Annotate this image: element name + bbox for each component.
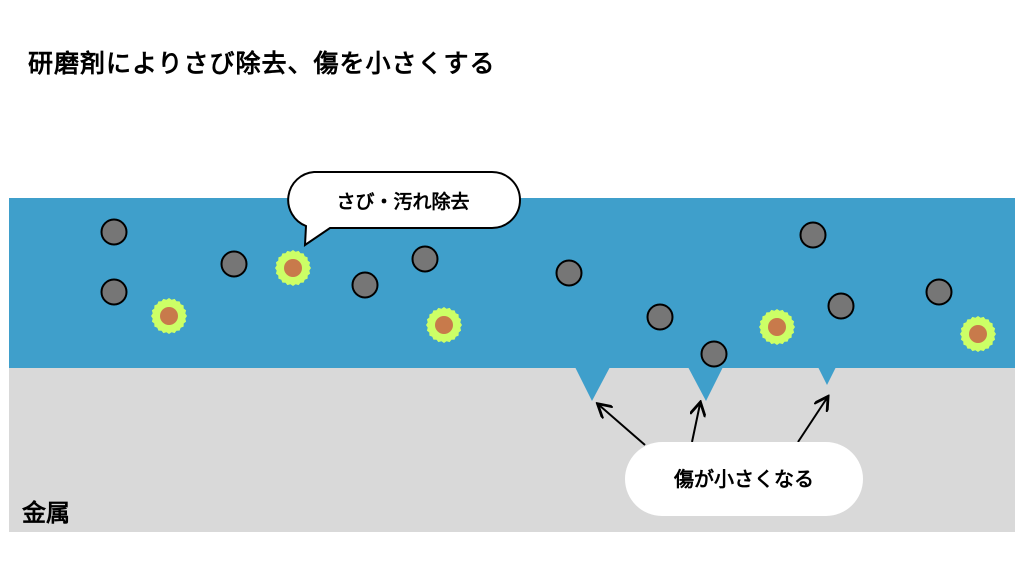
rust-particle — [969, 325, 987, 343]
abrasive-layer — [9, 198, 1015, 368]
abrasive-particle — [411, 245, 439, 273]
scratch — [818, 367, 836, 385]
callout-bottom-text: 傷が小さくなる — [673, 467, 814, 491]
abrasive-particle — [555, 259, 583, 287]
abrasive-particle — [100, 218, 128, 246]
page-title: 研磨剤によりさび除去、傷を小さくする — [28, 49, 496, 78]
abrasive-particle — [100, 278, 128, 306]
rust-particle — [768, 318, 786, 336]
metal-label: 金属 — [21, 499, 70, 527]
rust-particle — [284, 259, 302, 277]
callout-top: さび・汚れ除去 — [287, 171, 521, 247]
metal-layer — [9, 368, 1015, 532]
callout-bottom: 傷が小さくなる — [625, 442, 863, 516]
abrasive-particle — [351, 271, 379, 299]
scratch — [575, 367, 610, 401]
abrasive-particle — [220, 250, 248, 278]
arrow — [599, 405, 646, 446]
abrasive-particle — [799, 221, 827, 249]
rust-particle — [160, 307, 178, 325]
scratch — [688, 367, 723, 401]
rust-particle — [435, 316, 453, 334]
abrasive-particle — [646, 303, 674, 331]
abrasive-particle — [827, 292, 855, 320]
callout-top-text: さび・汚れ除去 — [336, 190, 469, 213]
abrasive-particle — [700, 340, 728, 368]
abrasive-particle — [925, 278, 953, 306]
arrow — [797, 398, 827, 443]
arrow — [692, 404, 700, 443]
